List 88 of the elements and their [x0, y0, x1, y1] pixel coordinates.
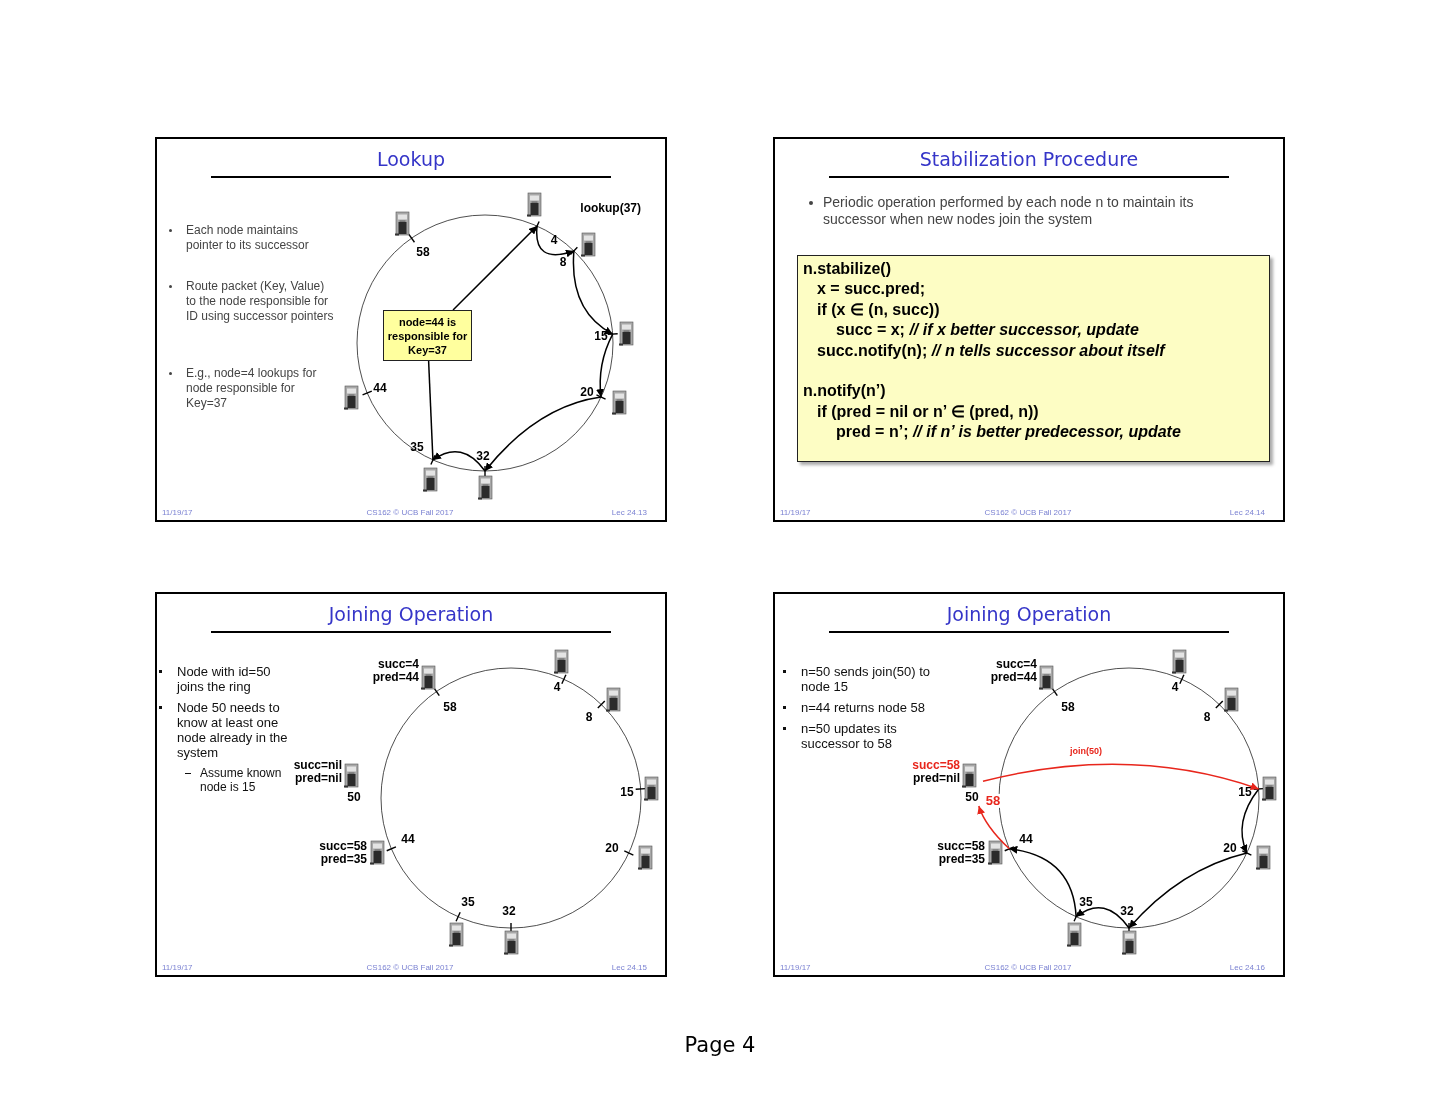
footer-date: 11/19/17	[780, 963, 812, 973]
code-line: if (pred = nil or n’ ∈ (pred, n))	[817, 401, 1039, 421]
slide-frame	[773, 137, 1285, 522]
footer-date: 11/19/17	[780, 508, 812, 518]
node-id-label: 20	[605, 841, 619, 855]
code-line: succ = x; // if x better successor, update	[836, 319, 1139, 339]
slide-frame	[773, 592, 1285, 977]
arrow	[535, 225, 575, 258]
footer-course: CS162 © UCB Fall 2017	[983, 963, 1073, 973]
arrow	[484, 396, 602, 472]
node-id-label: 44	[401, 832, 415, 846]
footer-course: CS162 © UCB Fall 2017	[365, 963, 455, 973]
node-state-label: succ=58 pred=35	[936, 840, 985, 866]
node-state-label: succ=58 pred=35	[318, 840, 367, 866]
footer-course: CS162 © UCB Fall 2017	[365, 508, 455, 518]
node-id-label: 32	[476, 449, 490, 463]
footer-lecture: Lec 24.13	[610, 508, 647, 518]
node-id-label: 20	[580, 385, 594, 399]
arrow	[572, 250, 614, 335]
slide-title: Lookup	[376, 148, 446, 170]
node-id-label: 44	[1019, 832, 1033, 846]
node-id-label: 4	[1171, 680, 1179, 694]
code-line: pred = n’; // if n’ is better predecessor, update	[836, 421, 1181, 441]
slide-title: Stabilization Procedure	[918, 148, 1140, 170]
code-box	[797, 255, 1270, 462]
node-id-label: 50	[347, 790, 361, 804]
arrow	[432, 450, 486, 472]
node-id-label: 50	[965, 790, 979, 804]
node-id-label: 35	[410, 440, 424, 454]
node-id-label: 15	[594, 329, 608, 343]
node-id-label: 8	[585, 710, 593, 724]
slide-title: Joining Operation	[326, 603, 495, 625]
edge-label: join(50)	[1069, 747, 1103, 757]
node-state-label: succ=58	[911, 759, 960, 772]
arrow	[1008, 846, 1077, 918]
bullet-text: Route packet (Key, Value) to the node responsible for ID using successor pointers	[167, 279, 335, 324]
node-id-label: 4	[550, 233, 558, 247]
bullet-text: n=50 sends join(50) to node 15	[782, 664, 942, 694]
node-id-label: 8	[1203, 710, 1211, 724]
footer-date: 11/19/17	[162, 508, 194, 518]
node-id-label: 4	[553, 680, 561, 694]
node-id-label: 35	[461, 895, 475, 909]
node-id-label: 58	[443, 700, 457, 714]
code-line: succ.notify(n); // n tells successor about itself	[817, 340, 1165, 360]
node-id-label: 58	[416, 245, 430, 259]
bullet-text: n=50 updates its successor to 58	[782, 721, 942, 751]
node-state-label: succ=4 pred=44	[989, 658, 1037, 684]
edge-label: 58	[984, 793, 1002, 809]
note-box: node=44 is responsible for Key=37	[383, 310, 472, 361]
node-id-label: 15	[620, 785, 634, 799]
sub-bullet-text: Assume known node is 15	[183, 766, 283, 794]
slide-frame	[155, 592, 667, 977]
node-id-label: 8	[559, 255, 567, 269]
slide-title: Joining Operation	[944, 603, 1113, 625]
node-id-label: 35	[1079, 895, 1093, 909]
bullet-text: n=44 returns node 58	[782, 700, 942, 715]
page-number: Page 4	[683, 1033, 757, 1057]
footer-lecture: Lec 24.15	[610, 963, 647, 973]
bullet-text: Periodic operation performed by each node n to maintain its successor when new nodes join the system	[807, 194, 1247, 228]
arrow	[1075, 906, 1130, 929]
bullet-text: Each node maintains pointer to its successor	[167, 223, 335, 253]
bullet-text: Node 50 needs to know at least one node already in the system	[158, 700, 298, 760]
arrow	[1240, 788, 1260, 854]
code-line: n.notify(n’)	[803, 380, 886, 400]
node-id-label: 20	[1223, 841, 1237, 855]
arrow	[977, 805, 1011, 850]
footer-course: CS162 © UCB Fall 2017	[983, 508, 1073, 518]
slide-frame	[155, 137, 667, 522]
node-id-label: 58	[1061, 700, 1075, 714]
arrow	[1128, 852, 1248, 929]
code-line: n.stabilize()	[803, 258, 891, 278]
bullet-text: Node with id=50 joins the ring	[158, 664, 298, 694]
footer-lecture: Lec 24.16	[1228, 963, 1265, 973]
arrow	[982, 763, 1260, 791]
arrow	[596, 333, 614, 398]
code-line: x = succ.pred;	[817, 278, 926, 298]
node-id-label: 32	[502, 904, 516, 918]
node-state-label: pred=nil	[912, 772, 960, 785]
arrow	[452, 225, 538, 311]
footer-lecture: Lec 24.14	[1228, 508, 1265, 518]
node-id-label: 15	[1238, 785, 1252, 799]
node-id-label: 32	[1120, 904, 1134, 918]
node-state-label: succ=4 pred=44	[371, 658, 419, 684]
code-line: if (x ∈ (n, succ))	[817, 299, 940, 319]
node-id-label: 44	[373, 381, 387, 395]
bullet-text: E.g., node=4 lookups for node responsible for Key=37	[167, 366, 335, 411]
footer-date: 11/19/17	[162, 963, 194, 973]
call-label: lookup(37)	[579, 202, 641, 215]
